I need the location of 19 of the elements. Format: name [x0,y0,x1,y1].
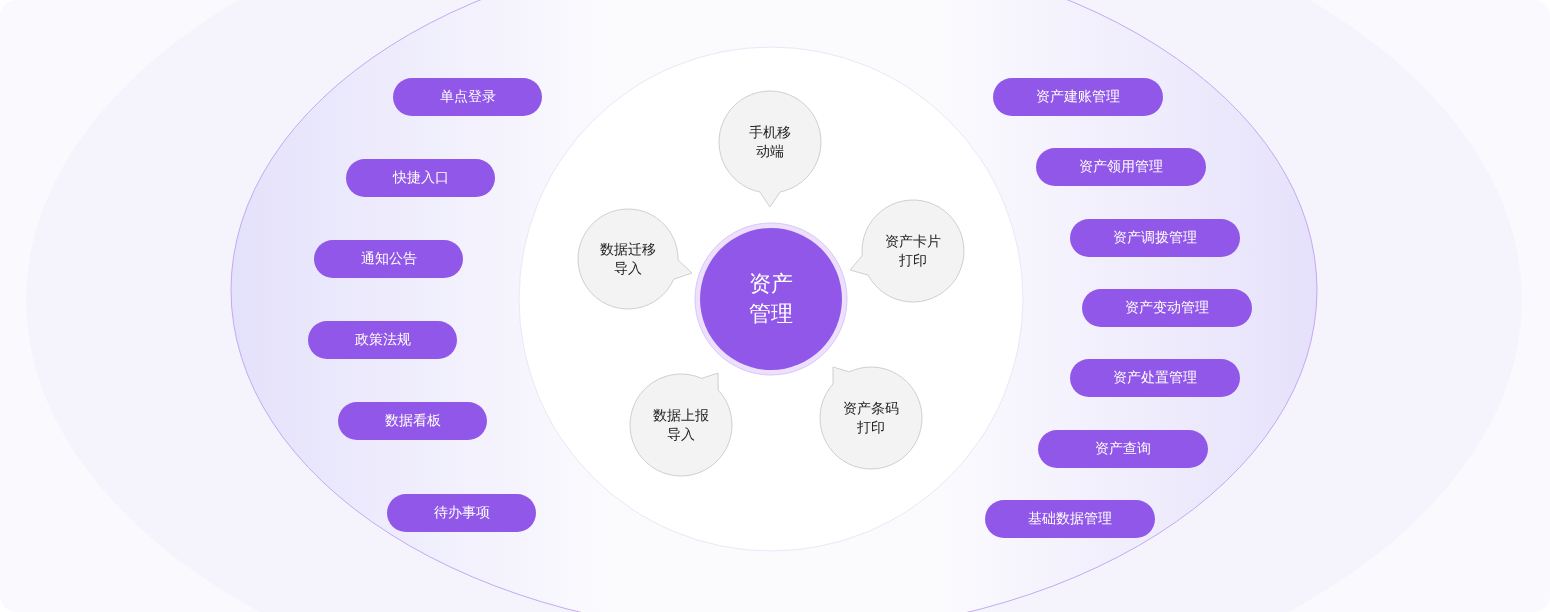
feature-pill: 资产领用管理 [1036,148,1206,186]
bubble-label: 资产条码打印 [842,399,900,437]
feature-pill: 快捷入口 [346,159,495,197]
feature-pill: 政策法规 [308,321,457,359]
feature-pill: 资产查询 [1038,430,1208,468]
center-title: 资产管理 [748,270,794,328]
bubble-label: 资产卡片打印 [884,232,942,270]
feature-pill: 资产处置管理 [1070,359,1240,397]
feature-pill: 数据看板 [338,402,487,440]
feature-pill: 基础数据管理 [985,500,1155,538]
bubble-label: 数据上报导入 [652,406,710,444]
bubble-label: 手机移动端 [748,123,792,161]
feature-pill: 单点登录 [393,78,542,116]
feature-pill: 资产建账管理 [993,78,1163,116]
feature-pill: 资产调拨管理 [1070,219,1240,257]
feature-pill: 资产变动管理 [1082,289,1252,327]
feature-pill: 通知公告 [314,240,463,278]
bubble-label: 数据迁移导入 [599,240,657,278]
feature-pill: 待办事项 [387,494,536,532]
